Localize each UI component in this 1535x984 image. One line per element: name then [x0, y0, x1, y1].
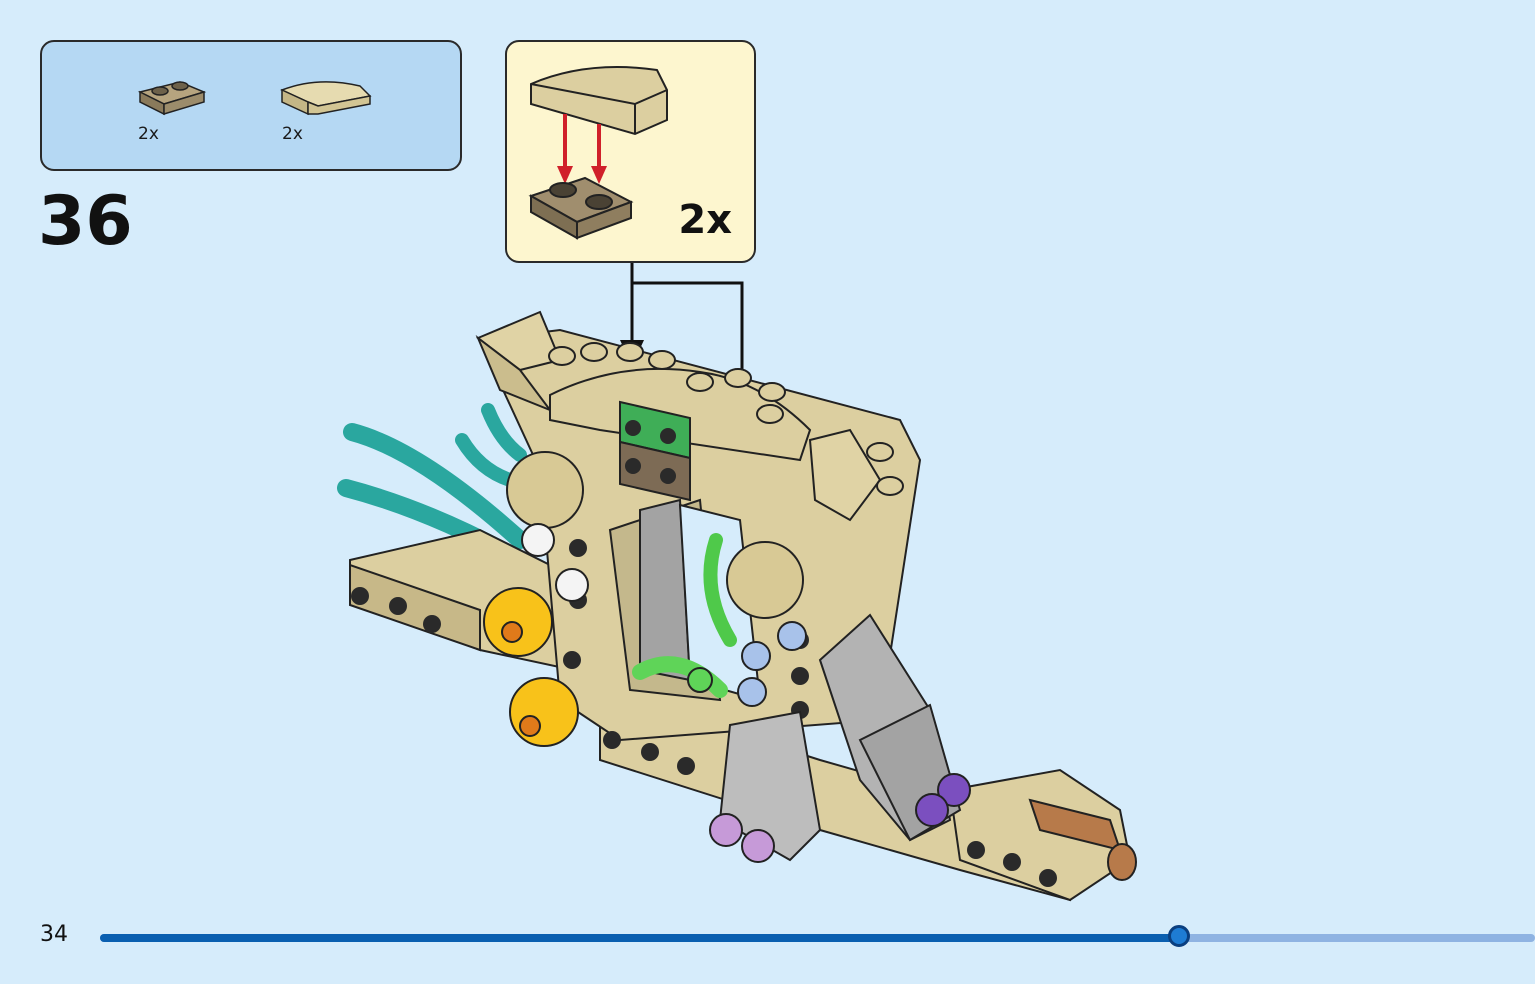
- subassembly-quantity: 2x: [678, 197, 732, 243]
- part-quantity: 2x: [138, 124, 159, 144]
- parts-list-box: 2x 2x: [40, 40, 462, 171]
- tan-curved-slope-icon: [280, 81, 372, 116]
- page-number: 34: [40, 922, 68, 947]
- subassembly-illustration: [528, 66, 668, 240]
- part-item: 2x: [134, 72, 244, 152]
- part-quantity: 2x: [282, 124, 303, 144]
- progress-bar: [100, 925, 1535, 947]
- progress-fill: [100, 934, 1180, 942]
- part-item: 2x: [278, 72, 388, 152]
- subassembly-callout: 2x: [505, 40, 756, 263]
- tan-plate-1x2-icon: [137, 81, 207, 116]
- step-number: 36: [38, 182, 133, 261]
- progress-indicator: [1168, 925, 1191, 947]
